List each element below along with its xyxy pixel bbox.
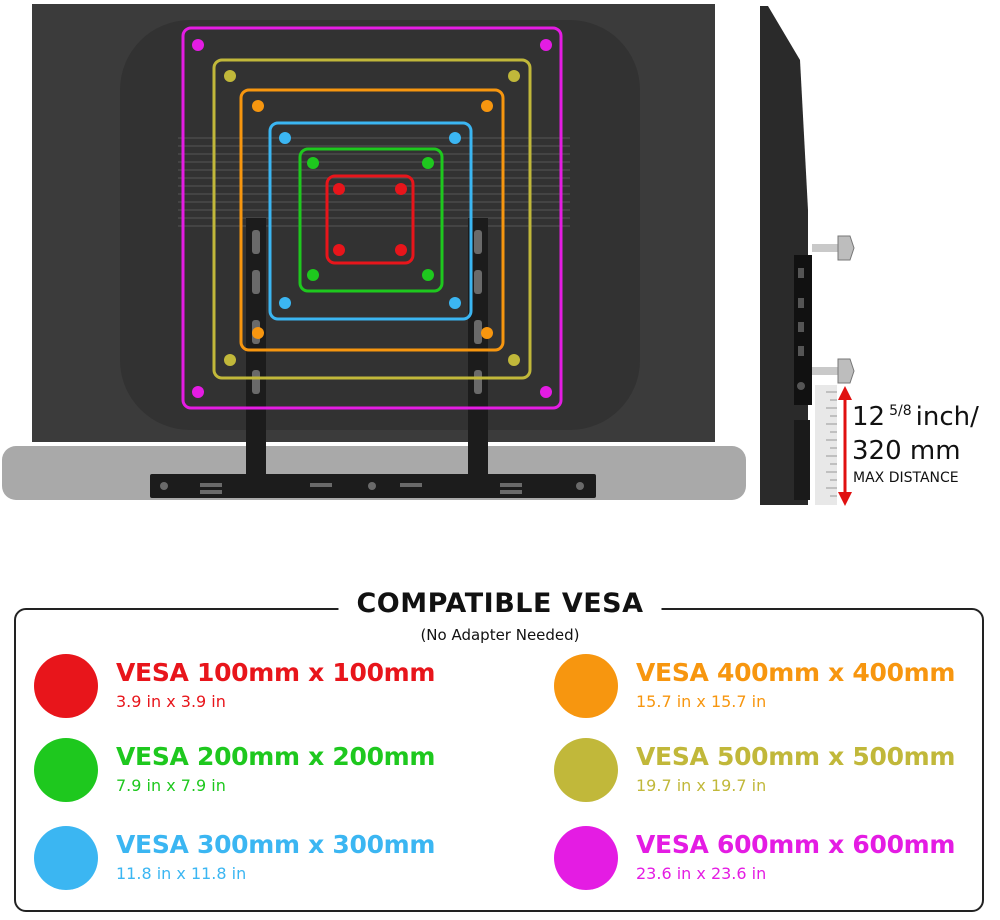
distance-whole: 12 (852, 402, 886, 432)
tv-side-view (760, 6, 855, 506)
vesa-size-label: VESA 100mm x 100mm (116, 658, 436, 687)
vesa-item-100: VESA 100mm x 100mm 3.9 in x 3.9 in (34, 654, 474, 724)
vesa-item-400: VESA 400mm x 400mm 15.7 in x 15.7 in (554, 654, 994, 724)
vesa-size-label: VESA 600mm x 600mm (636, 830, 956, 859)
vesa-color-dot (554, 738, 618, 802)
vesa-item-600: VESA 600mm x 600mm 23.6 in x 23.6 in (554, 826, 994, 896)
distance-unit: inch/ (915, 402, 979, 432)
vesa-inch-label: 11.8 in x 11.8 in (116, 864, 247, 883)
distance-caption: MAX DISTANCE (853, 470, 959, 486)
vesa-square-500 (212, 58, 532, 380)
vesa-item-300: VESA 300mm x 300mm 11.8 in x 11.8 in (34, 826, 474, 896)
vesa-inch-label: 3.9 in x 3.9 in (116, 692, 226, 711)
vesa-color-dot (554, 654, 618, 718)
vesa-size-label: VESA 500mm x 500mm (636, 742, 956, 771)
vesa-color-dot (34, 654, 98, 718)
vesa-square-200 (298, 147, 444, 293)
tv-back (32, 4, 715, 442)
panel-subtitle: (No Adapter Needed) (420, 626, 580, 644)
vesa-color-dot (34, 826, 98, 890)
vesa-color-dot (34, 738, 98, 802)
vesa-square-300 (268, 121, 473, 321)
vesa-size-label: VESA 200mm x 200mm (116, 742, 436, 771)
vesa-item-500: VESA 500mm x 500mm 19.7 in x 19.7 in (554, 738, 994, 808)
vesa-square-400 (239, 88, 505, 352)
tv-mount-illustration (2, 4, 855, 506)
distance-fraction: 5/8 (889, 403, 912, 420)
vesa-square-600 (181, 26, 563, 410)
vesa-size-label: VESA 300mm x 300mm (116, 830, 436, 859)
vesa-inch-label: 7.9 in x 7.9 in (116, 776, 226, 795)
vesa-inch-label: 15.7 in x 15.7 in (636, 692, 767, 711)
vesa-inch-label: 23.6 in x 23.6 in (636, 864, 767, 883)
vesa-color-dot (554, 826, 618, 890)
distance-metric: 320 mm (852, 436, 961, 466)
vesa-square-100 (325, 174, 415, 265)
vesa-inch-label: 19.7 in x 19.7 in (636, 776, 767, 795)
panel-title: COMPATIBLE VESA (338, 588, 662, 619)
vesa-size-label: VESA 400mm x 400mm (636, 658, 956, 687)
vesa-item-200: VESA 200mm x 200mm 7.9 in x 7.9 in (34, 738, 474, 808)
